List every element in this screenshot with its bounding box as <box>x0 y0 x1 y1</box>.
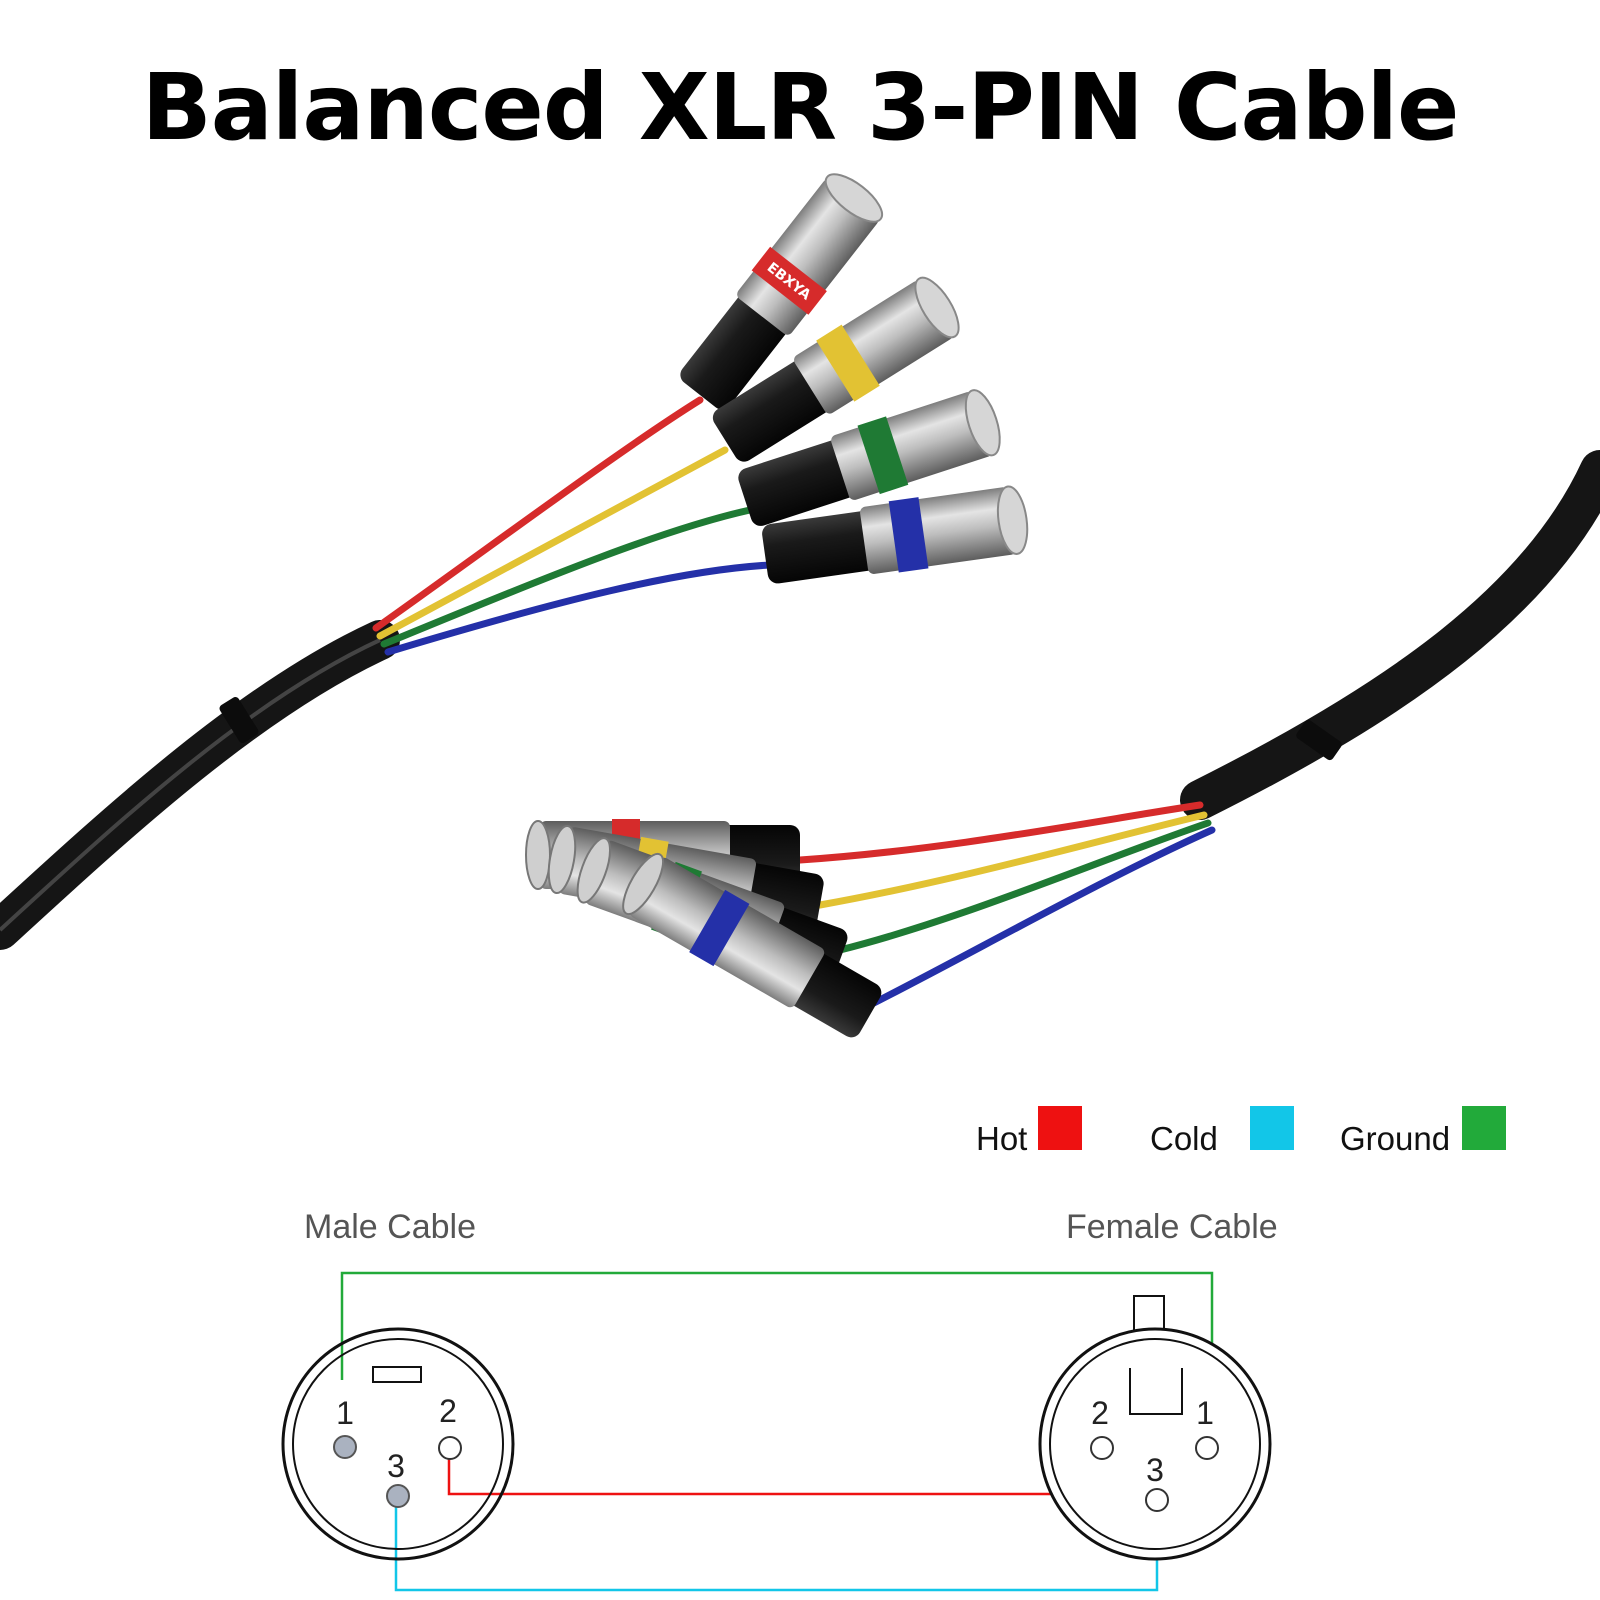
wire-red-bottom <box>796 801 1204 864</box>
legend-swatch-cold <box>1250 1106 1294 1150</box>
female-connector-red: EBXYA <box>680 173 884 410</box>
male-pin-3-label: 3 <box>387 1448 405 1484</box>
male-pin-2 <box>438 1436 462 1460</box>
page-title: Balanced XLR 3-PIN Cable <box>141 54 1460 161</box>
female-connector-green <box>738 389 1001 526</box>
female-pin-1 <box>1195 1436 1219 1460</box>
ground-wire <box>340 1271 1214 1388</box>
legend-label-hot: Hot <box>976 1120 1028 1157</box>
female-pin-1-label: 1 <box>1196 1395 1214 1431</box>
male-cable-label: Male Cable <box>304 1208 476 1246</box>
hot-wire <box>447 1448 1104 1496</box>
wire-red-top <box>372 396 704 632</box>
male-pin-2-label: 2 <box>439 1393 457 1429</box>
female-pin-2 <box>1090 1436 1114 1460</box>
wire-green-bottom <box>836 819 1212 954</box>
male-connector-face: 1 2 3 <box>281 1327 515 1561</box>
female-pin-3-label: 3 <box>1146 1452 1164 1488</box>
legend-swatch-ground <box>1462 1106 1506 1150</box>
female-pin-2-label: 2 <box>1091 1395 1109 1431</box>
wire-yellow-top <box>376 446 729 640</box>
wire-green-top <box>380 506 754 648</box>
male-pin-3 <box>386 1484 410 1508</box>
wire-blue-top <box>384 561 774 656</box>
male-fanout-wires <box>796 801 1216 1014</box>
legend-label-ground: Ground <box>1340 1120 1451 1157</box>
female-pin-3 <box>1145 1488 1169 1512</box>
female-connector-yellow <box>712 276 960 462</box>
female-connector-face: 2 1 3 <box>1038 1295 1272 1561</box>
male-pin-1-label: 1 <box>336 1395 354 1431</box>
legend-label-cold: Cold <box>1150 1120 1218 1157</box>
wire-yellow-bottom <box>816 811 1208 909</box>
male-connector-blue <box>622 852 882 1038</box>
wire-blue-bottom <box>856 826 1216 1014</box>
male-pin-1 <box>333 1435 357 1459</box>
cold-wire <box>394 1496 1159 1592</box>
female-fanout-wires <box>372 396 774 656</box>
female-cable-label: Female Cable <box>1066 1208 1278 1246</box>
female-connector-blue <box>762 485 1029 584</box>
legend-swatch-hot <box>1038 1106 1082 1150</box>
